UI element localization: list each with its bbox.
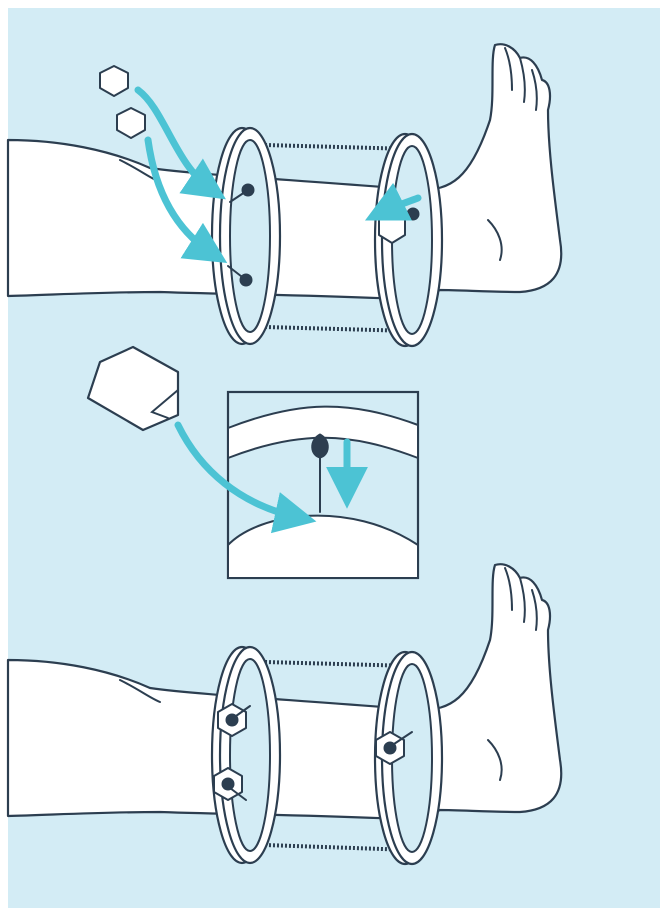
bottom-knee-line — [119, 679, 161, 703]
hex-nut-icon — [116, 107, 146, 139]
bottom-scene — [6, 563, 563, 866]
hex-notch — [150, 389, 179, 419]
top-ring-left — [210, 126, 282, 346]
arrow-icon — [134, 86, 226, 200]
arrow-icon — [364, 182, 422, 221]
top-ankle-line — [487, 219, 503, 261]
hex-nut-icon — [213, 767, 247, 801]
hex-nut-icon — [217, 703, 251, 737]
top-pin-upper — [229, 183, 255, 203]
hex-nut-icon — [375, 731, 413, 765]
bottom-ankle-line — [487, 739, 503, 781]
detail-scene — [86, 345, 420, 580]
arrow-icon — [144, 136, 228, 263]
top-pin-lower — [227, 265, 253, 287]
top-scene — [6, 43, 563, 348]
top-toe-lines — [504, 47, 538, 111]
bottom-rod-upper — [264, 660, 413, 668]
zoom-ring-band — [227, 405, 419, 460]
bottom-ring-left — [210, 645, 282, 865]
top-ring-right — [373, 132, 444, 348]
zoom-pin — [311, 433, 329, 513]
top-rod-upper — [264, 143, 413, 151]
top-rod-lower — [264, 325, 413, 333]
arrow-icon — [174, 421, 317, 534]
bottom-rod-lower — [264, 843, 413, 852]
hex-nut-icon — [99, 65, 129, 97]
bottom-toe-lines — [504, 567, 538, 631]
